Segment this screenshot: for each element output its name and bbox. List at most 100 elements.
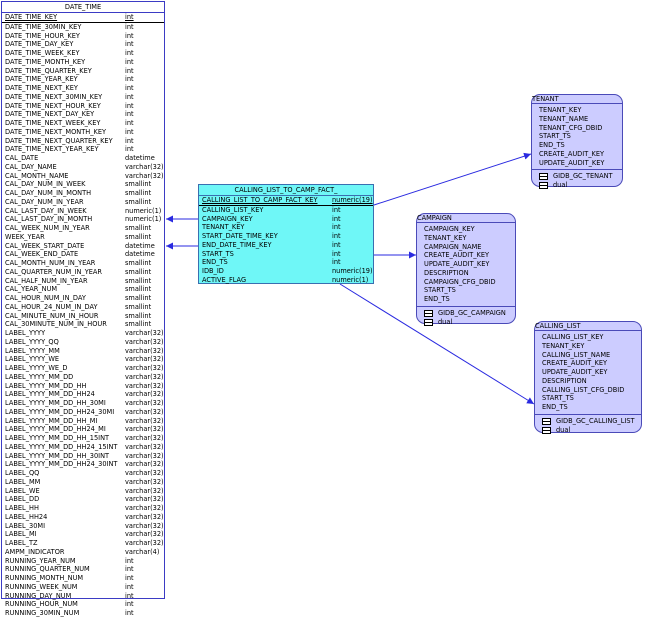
column-type: varchar(32) bbox=[125, 486, 164, 495]
column-type: int bbox=[125, 101, 134, 110]
column-name: CAMPAIGN_NAME bbox=[424, 242, 482, 251]
column-type: varchar(32) bbox=[125, 504, 164, 512]
column-name: END_DATE_TIME_KEY bbox=[202, 240, 272, 249]
column-row: END_TS bbox=[424, 295, 515, 304]
column-type: varchar(32) bbox=[125, 434, 164, 442]
table-index-icon bbox=[542, 426, 551, 434]
index-entry: dual bbox=[539, 181, 622, 190]
column-name: DATE_TIME_WEEK_KEY bbox=[5, 49, 80, 57]
column-row: UPDATE_AUDIT_KEY bbox=[542, 368, 641, 377]
column-name: UPDATE_AUDIT_KEY bbox=[539, 158, 605, 167]
column-name: RUNNING_HOUR_NUM bbox=[5, 600, 78, 609]
column-row: TENANT_KEY bbox=[542, 342, 641, 351]
column-row: TENANT_KEY bbox=[424, 234, 515, 243]
column-type: varchar(32) bbox=[125, 416, 164, 425]
column-name: START_DATE_TIME_KEY bbox=[202, 232, 278, 240]
column-type: datetime bbox=[125, 154, 155, 162]
column-row: START_TS bbox=[424, 286, 515, 295]
index-name: dual bbox=[438, 317, 453, 326]
column-name: LABEL_YYYY_WE_D bbox=[5, 364, 68, 372]
column-name: DATE_TIME_YEAR_KEY bbox=[5, 75, 78, 84]
column-type: int bbox=[125, 600, 134, 609]
column-type: int bbox=[125, 92, 134, 101]
column-type: smallint bbox=[125, 189, 152, 197]
table-index-icon bbox=[424, 318, 433, 326]
column-row: UPDATE_AUDIT_KEY bbox=[424, 260, 515, 269]
column-type: varchar(32) bbox=[125, 399, 164, 407]
table-index-icon bbox=[424, 309, 433, 317]
column-type: int bbox=[125, 75, 134, 84]
column-name: RUNNING_30MIN_NUM bbox=[5, 609, 80, 617]
column-name: LABEL_YYYY_MM_DD_HH24_30MI bbox=[5, 407, 115, 416]
column-row: LABEL_30MI varchar(32) bbox=[2, 522, 164, 531]
column-name: DATE_TIME_HOUR_KEY bbox=[5, 31, 80, 40]
column-type: varchar(32) bbox=[125, 425, 164, 434]
column-name: LABEL_YYYY_MM_DD_HH24 bbox=[5, 390, 95, 399]
column-name: CAL_DATE bbox=[5, 154, 39, 162]
column-name: LABEL_30MI bbox=[5, 521, 46, 530]
column-row: DESCRIPTION bbox=[542, 377, 641, 386]
column-type: smallint bbox=[125, 320, 152, 329]
table-index-icon bbox=[542, 417, 551, 425]
date-time-table-title: DATE_TIME bbox=[2, 2, 164, 13]
index-name: dual bbox=[556, 425, 571, 434]
column-type: varchar(32) bbox=[125, 364, 164, 372]
column-name: DATE_TIME_NEXT_QUARTER_KEY bbox=[5, 136, 113, 145]
column-name: END_TS bbox=[202, 258, 228, 267]
column-type: int bbox=[125, 13, 134, 21]
column-type: smallint bbox=[125, 294, 152, 302]
column-type: int bbox=[125, 40, 134, 49]
column-name: LABEL_TZ bbox=[5, 539, 38, 547]
calling-list-to-camp-fact-table[interactable]: CALLING_LIST_TO_CAMP_FACT_ CALLING_LIST_… bbox=[198, 184, 374, 284]
column-row: TENANT_CFG_DBID bbox=[539, 124, 622, 133]
column-type: int bbox=[125, 609, 134, 617]
column-type: varchar(32) bbox=[125, 381, 164, 390]
column-row: DESCRIPTION bbox=[424, 269, 515, 278]
column-name: RUNNING_DAY_NUM bbox=[5, 591, 72, 600]
column-name: DATE_TIME_NEXT_DAY_KEY bbox=[5, 110, 95, 119]
fact-table-title: CALLING_LIST_TO_CAMP_FACT_ bbox=[199, 185, 373, 196]
column-name: LABEL_YYYY_MM_DD_HH_15INT bbox=[5, 434, 110, 442]
column-type: smallint bbox=[125, 302, 152, 311]
column-name: CAL_DAY_NUM_IN_YEAR bbox=[5, 197, 84, 206]
column-name: DATE_TIME_30MIN_KEY bbox=[5, 22, 82, 31]
column-name: CAL_WEEK_START_DATE bbox=[5, 241, 85, 250]
column-type: varchar(32) bbox=[125, 521, 164, 530]
column-type: varchar(32) bbox=[125, 539, 164, 547]
column-row: TENANT_KEY bbox=[539, 106, 622, 115]
column-name: LABEL_WE bbox=[5, 486, 40, 495]
column-name: LABEL_MI bbox=[5, 530, 37, 539]
column-name: START_TS bbox=[542, 394, 574, 403]
column-name: START_TS bbox=[202, 249, 234, 258]
index-name: GIDB_GC_CALLING_LIST bbox=[556, 416, 635, 425]
column-row: CREATE_AUDIT_KEY bbox=[542, 359, 641, 368]
column-type: numeric(19) bbox=[332, 267, 373, 275]
column-name: CAL_MONTH_NAME bbox=[5, 171, 69, 180]
